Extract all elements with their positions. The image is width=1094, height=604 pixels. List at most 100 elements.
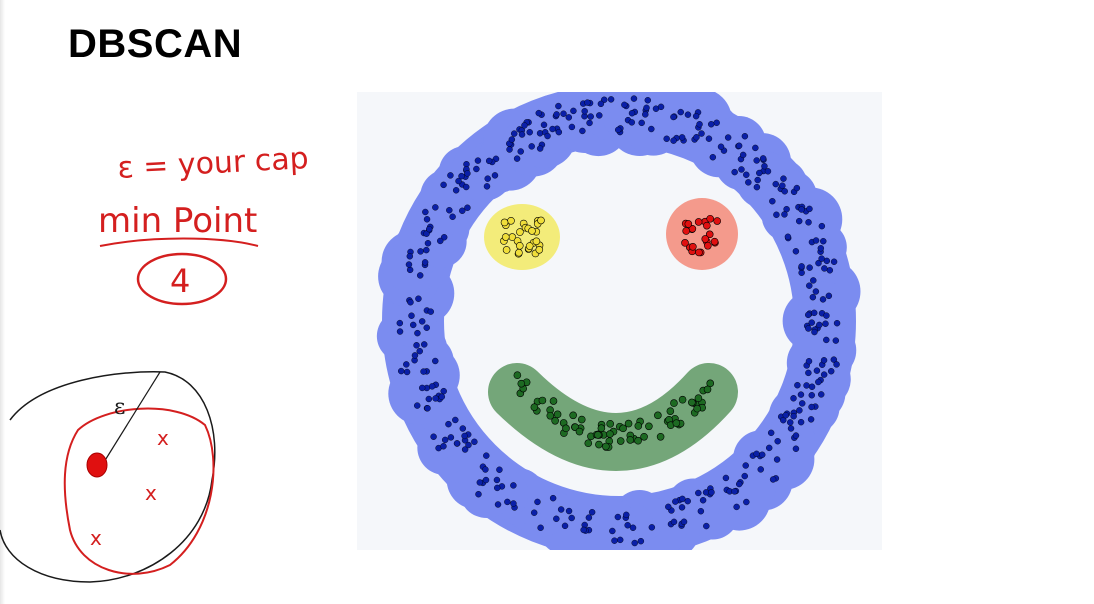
ring-point [630,95,638,102]
ring-point [491,172,499,179]
ring-point [438,393,446,400]
ring-point [792,432,800,439]
left-eye-point [500,218,509,227]
slide-title: DBSCAN [68,22,243,66]
ring-point [506,146,513,153]
ring-point [735,142,743,149]
ring-point [415,295,422,302]
left-eye-point [507,216,515,225]
ring-point [447,434,455,441]
ring-point [703,522,710,530]
ring-point [820,238,827,245]
ring-point [684,111,692,118]
ring-point [464,170,471,177]
ring-point [420,368,427,375]
ring-point [757,466,764,473]
ring-point [423,216,431,223]
mouth-point [551,416,559,425]
mouth-point [575,427,584,436]
ring-point [535,109,542,117]
mouth-point [624,419,633,428]
ring-point [417,272,424,279]
ring-point [411,352,419,359]
ring-point [570,107,577,115]
ring-point [461,446,469,453]
ring-point [474,157,482,164]
ring-point [759,451,766,458]
ring-point [812,237,820,244]
min-points-circle [136,252,228,306]
ring-point [769,198,776,205]
ring-point [766,444,773,452]
ring-point [483,452,490,459]
right-eye-point [706,214,714,223]
ring-point [731,488,738,495]
ring-point [417,248,424,255]
ring-point [403,368,411,376]
mouth-point [678,395,687,404]
left-eye-point [525,242,534,250]
ring-point [797,391,805,398]
neighbor-mark-1: x [157,426,169,450]
ring-point [406,253,413,260]
ring-point [648,524,656,531]
ring-point [536,145,544,152]
mouth-point [619,424,627,433]
ring-point [508,136,516,143]
ring-point [745,179,752,186]
ring-point [823,312,830,319]
mouth-point [616,437,625,445]
ring-point [440,234,448,241]
ring-point [797,418,805,426]
ring-point [670,113,677,121]
ring-point [549,494,557,502]
ring-point [586,119,593,127]
ring-point [779,182,786,189]
ring-point [621,101,628,109]
ring-point [753,183,761,191]
mouth-point [694,394,703,402]
ring-point [459,425,467,432]
ring-point [764,168,772,175]
ring-point [790,413,797,420]
ring-point [475,491,482,498]
mouth-point [666,407,675,415]
ring-point [696,121,703,128]
ring-point [476,479,484,486]
ring-point [585,514,593,521]
right-eye-point [694,218,703,226]
ring-point [631,539,638,547]
ring-point [752,144,759,152]
ring-point [565,507,573,515]
ring-point [430,433,437,440]
mouth-point [634,422,643,430]
mouth-point [513,371,522,379]
ring-point [833,319,841,327]
ring-point [423,324,430,331]
ring-point [493,476,501,484]
ring-point [511,130,518,137]
slide-left-edge [0,0,5,604]
ring-point [555,102,562,110]
ring-point [405,261,413,268]
ring-point [568,514,575,522]
ring-point [413,342,420,349]
ring-point [628,119,635,126]
right-eye-point [701,235,710,243]
ring-point [753,450,760,458]
ring-point [713,119,720,126]
ring-point [452,187,460,194]
ring-point [808,392,815,399]
ring-point [611,537,618,544]
mouth-point [606,430,614,438]
ring-point [790,395,797,402]
ring-point [458,172,465,180]
ring-point [787,419,794,426]
min-points-label: min Point [98,201,257,241]
ring-point [815,378,822,386]
ring-point [553,111,560,118]
ring-point [739,151,747,159]
ring-point [587,113,594,120]
ring-point [459,207,466,214]
ring-point [648,125,655,133]
